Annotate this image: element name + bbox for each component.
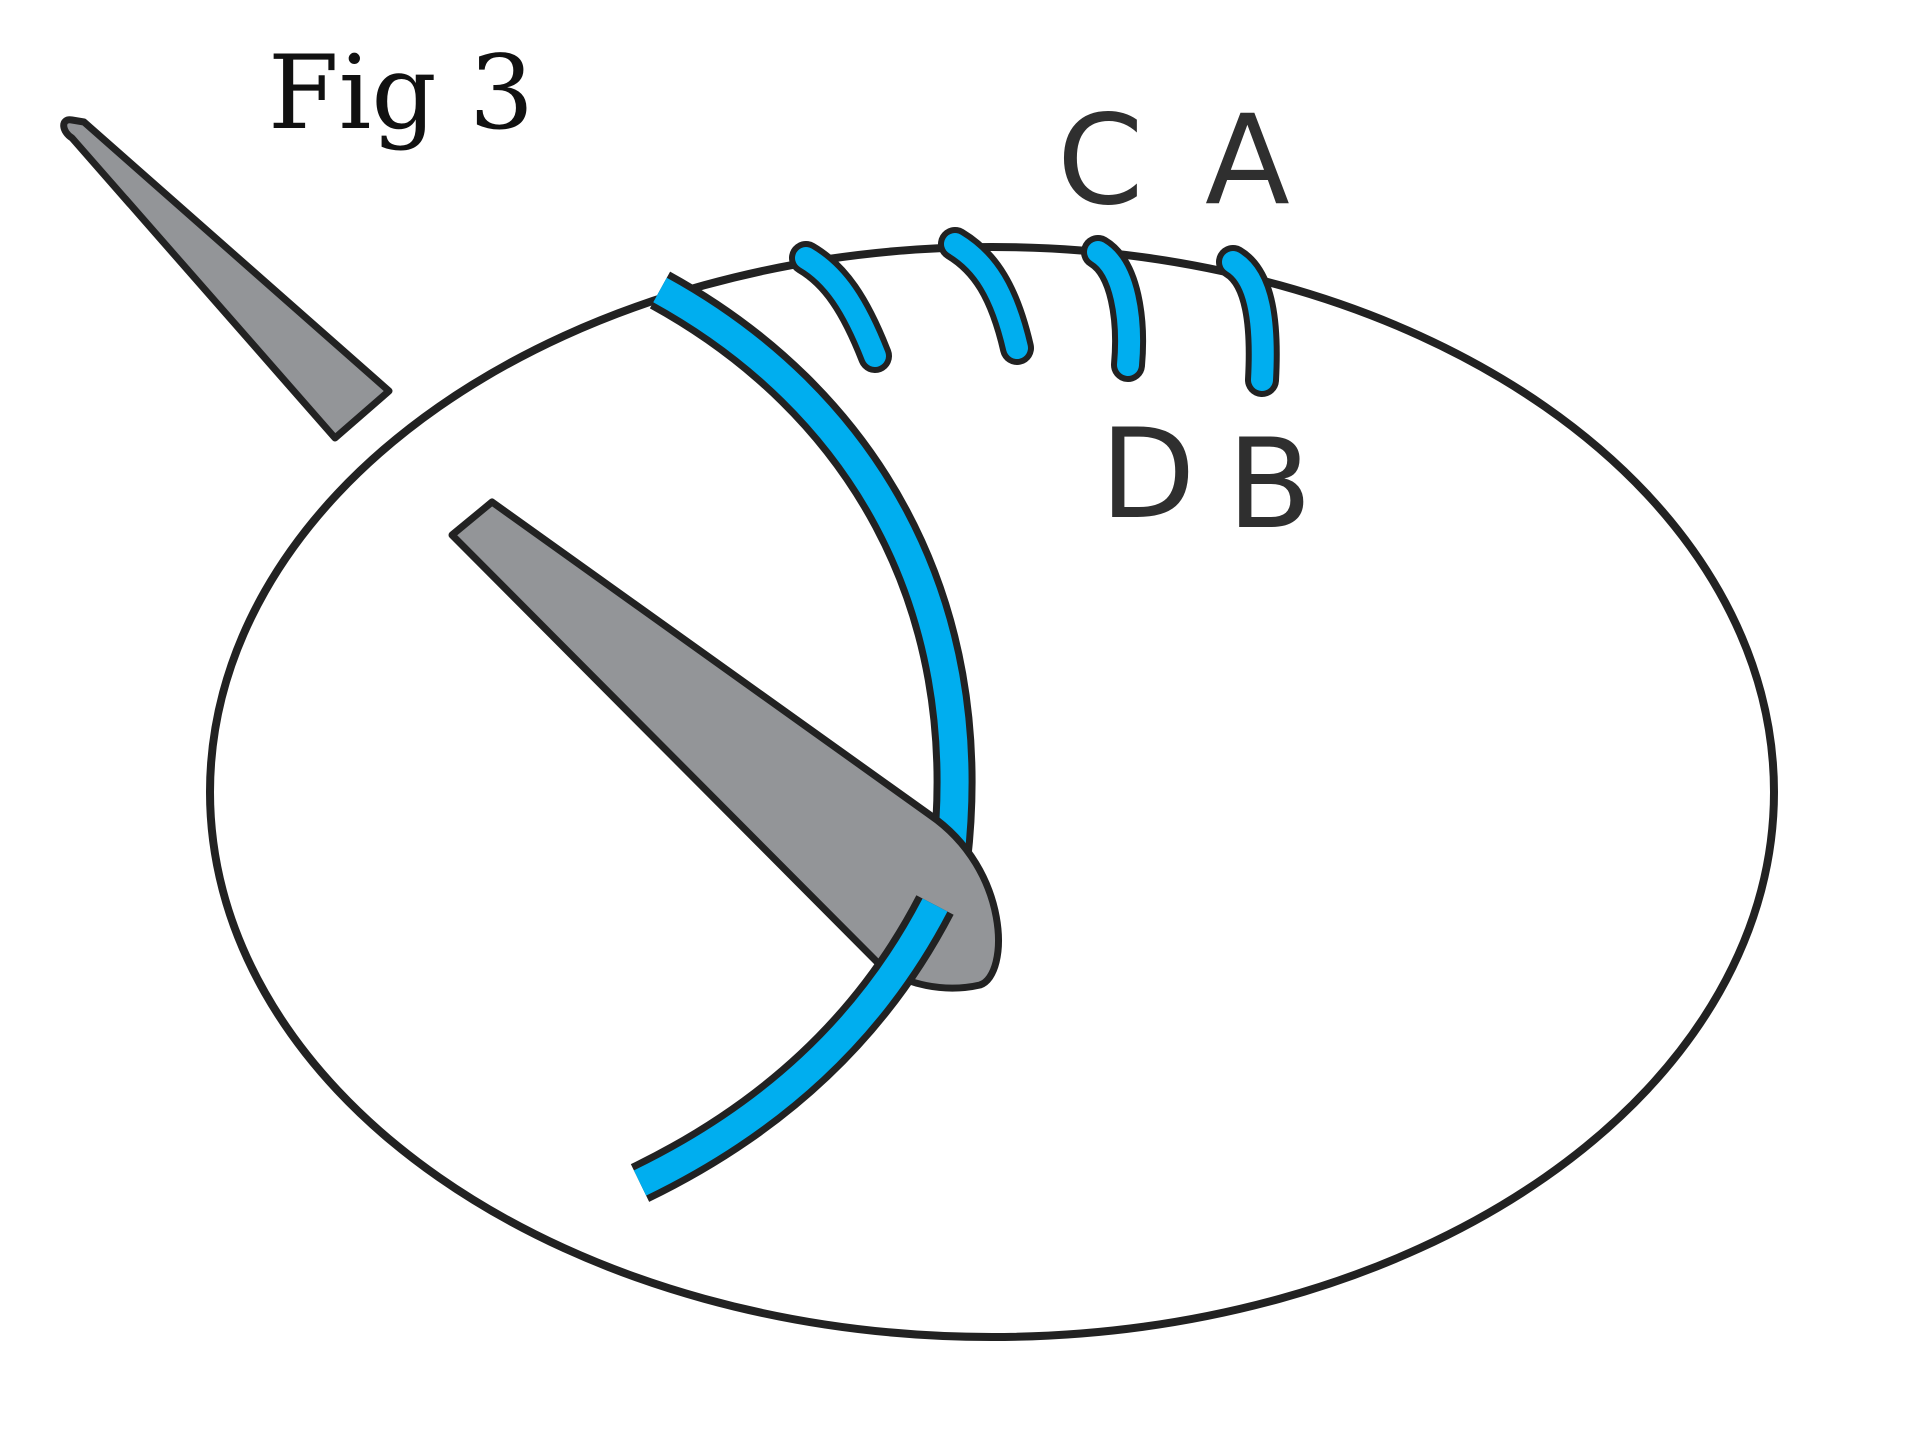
label-b: B (1227, 413, 1312, 557)
figure-title: Fig 3 (268, 34, 534, 153)
label-a: A (1205, 89, 1290, 233)
fabric-ellipse (206, 243, 1778, 1341)
stitch-loops (789, 227, 1280, 397)
label-d: D (1100, 403, 1195, 547)
label-c: C (1057, 89, 1144, 233)
thread-arc (653, 277, 969, 862)
needle-upper-icon (60, 116, 393, 442)
thread-lower (633, 898, 948, 1196)
